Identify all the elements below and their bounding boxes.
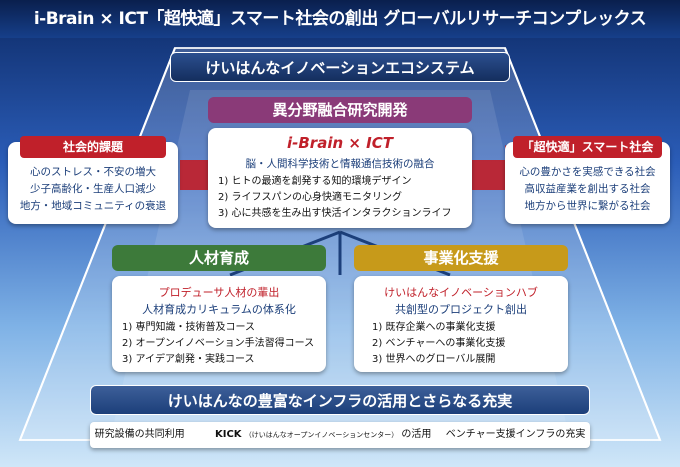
biz-panel: けいはんなイノベーションハブ 共創型のプロジェクト創出 1) 既存企業への事業化… xyxy=(354,276,568,372)
smart-panel: 「超快適」スマート社会 心の豊かさを実感できる社会 高収益産業を創出する社会 地… xyxy=(505,136,670,224)
research-header: 異分野融合研究開発 xyxy=(208,97,472,123)
hr-header: 人材育成 xyxy=(112,245,326,271)
smart-items: 心の豊かさを実感できる社会 高収益産業を創出する社会 地方から世界に繋がる社会 xyxy=(505,164,670,215)
smart-item: 地方から世界に繋がる社会 xyxy=(524,200,651,212)
hr-item: 3) アイデア創発・実践コース xyxy=(122,354,255,365)
biz-header-label: 事業化支援 xyxy=(423,249,499,267)
social-panel: 社会的課題 心のストレス・不安の増大 少子高齢化・生産人口減少 地方・地域コミュ… xyxy=(8,136,178,224)
hr-panel: プロデューサ人材の輩出 人材育成カリキュラムの体系化 1) 専門知識・技術普及コ… xyxy=(112,276,326,372)
social-item: 少子高齢化・生産人口減少 xyxy=(30,183,156,195)
social-header-label: 社会的課題 xyxy=(62,140,123,154)
research-panel: i-Brain × ICT 脳・人間科学技術と情報通信技術の融合 1) ヒトの最… xyxy=(208,128,472,228)
smart-header: 「超快適」スマート社会 xyxy=(513,136,662,158)
research-item: 2) ライフスパンの心身快適モニタリング xyxy=(218,192,402,203)
infra-kick: KICK xyxy=(215,429,242,440)
page-title: i-Brain × ICT「超快適」スマート社会の創出 グローバルリサーチコンプ… xyxy=(0,0,680,38)
infra-item-venture: ベンチャー支援インフラの充実 xyxy=(445,429,586,440)
biz-item: 1) 既存企業への事業化支援 xyxy=(372,322,496,333)
infra-panel: 研究設備の共同利用 KICK （けいはんなオープンイノベーションセンター） の活… xyxy=(90,422,590,448)
smart-header-label: 「超快適」スマート社会 xyxy=(521,140,654,154)
hr-item: 2) オープンイノベーション手法習得コース xyxy=(122,338,315,349)
hr-item: 1) 専門知識・技術普及コース xyxy=(122,322,255,333)
ecosystem-header: けいはんなイノベーションエコシステム xyxy=(170,52,510,82)
smart-item: 高収益産業を創出する社会 xyxy=(524,183,651,195)
infra-item-equipment: 研究設備の共同利用 xyxy=(94,429,185,440)
hr-header-label: 人材育成 xyxy=(188,249,249,267)
infra-kick-note: （けいはんなオープンイノベーションセンター） xyxy=(244,431,399,439)
research-header-label: 異分野融合研究開発 xyxy=(272,101,408,119)
research-name: i-Brain × ICT xyxy=(287,134,393,152)
smart-item: 心の豊かさを実感できる社会 xyxy=(519,166,656,178)
social-items: 心のストレス・不安の増大 少子高齢化・生産人口減少 地方・地域コミュニティの衰退 xyxy=(8,164,178,215)
hr-items: 1) 専門知識・技術普及コース 2) オープンイノベーション手法習得コース 3)… xyxy=(122,320,314,368)
biz-header: 事業化支援 xyxy=(354,245,568,271)
biz-item: 3) 世界へのグローバル展開 xyxy=(372,354,496,365)
research-subtitle: 脳・人間科学技術と情報通信技術の融合 xyxy=(245,158,435,170)
infra-header: けいはんなの豊富なインフラの活用とさらなる充実 xyxy=(90,385,590,415)
social-item: 地方・地域コミュニティの衰退 xyxy=(19,200,167,212)
social-header: 社会的課題 xyxy=(20,136,166,158)
research-item: 3) 心に共感を生み出す快活インタラクションライフ xyxy=(218,208,452,219)
hr-line2: 人材育成カリキュラムの体系化 xyxy=(142,303,296,316)
biz-item: 2) ベンチャーへの事業化支援 xyxy=(372,338,506,349)
social-item: 心のストレス・不安の増大 xyxy=(30,166,156,178)
hr-line1: プロデューサ人材の輩出 xyxy=(158,286,280,299)
ecosystem-label: けいはんなイノベーションエコシステム xyxy=(205,59,475,77)
biz-line2: 共創型のプロジェクト創出 xyxy=(395,303,527,316)
research-items: 1) ヒトの最適を創発する知的環境デザイン 2) ライフスパンの心身快適モニタリ… xyxy=(218,174,451,222)
infra-header-label: けいはんなの豊富なインフラの活用とさらなる充実 xyxy=(167,392,513,410)
infra-item-usage: の活用 xyxy=(401,429,432,440)
biz-line1: けいはんなイノベーションハブ xyxy=(384,286,538,299)
biz-items: 1) 既存企業への事業化支援 2) ベンチャーへの事業化支援 3) 世界へのグロ… xyxy=(372,320,505,368)
research-item: 1) ヒトの最適を創発する知的環境デザイン xyxy=(218,176,412,187)
